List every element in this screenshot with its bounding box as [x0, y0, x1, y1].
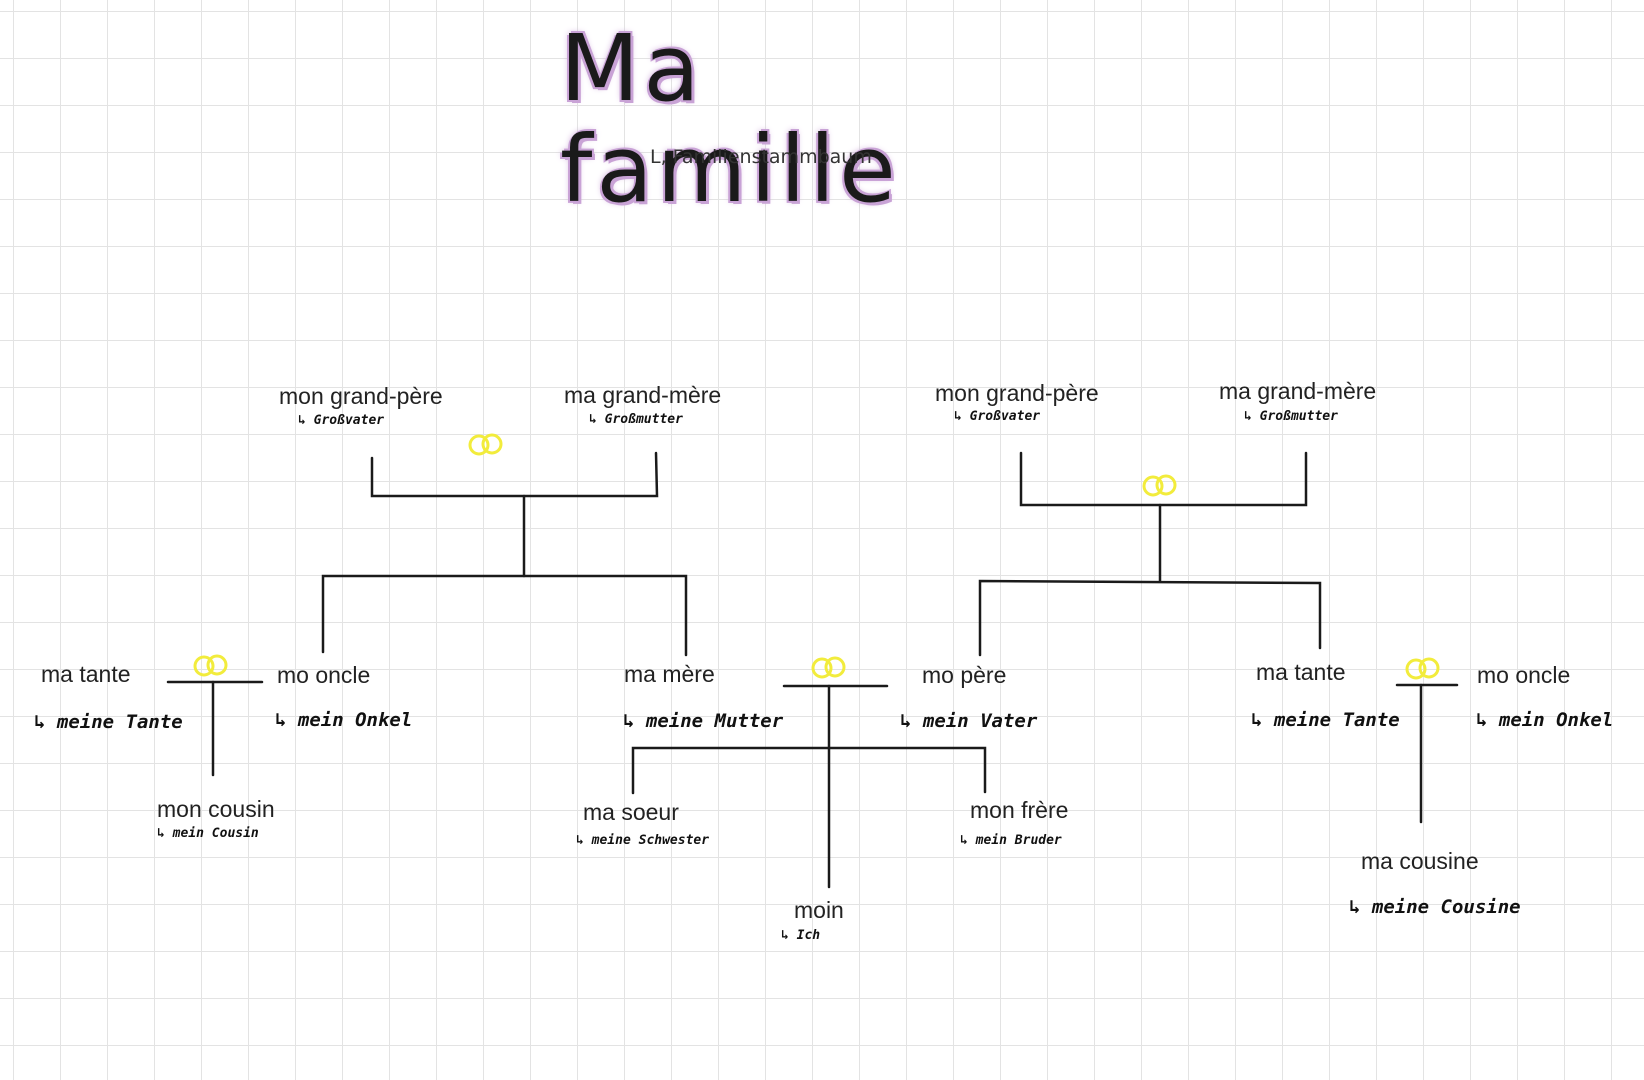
mother-label: ma mère — [624, 661, 715, 687]
maternal-grandfather-label: mon grand-père — [935, 380, 1099, 406]
brother-translation: ↳ mein Bruder — [960, 833, 1062, 848]
left-cousin-translation: ↳ mein Cousin — [157, 826, 259, 841]
paternal-grandmother-label: ma grand-mère — [564, 382, 722, 408]
brother-label: mon frère — [970, 797, 1069, 823]
left-uncle-translation: ↳ mein Onkel — [275, 709, 413, 731]
wedding-rings-icon — [193, 654, 228, 677]
sister-translation: ↳ meine Schwester — [576, 833, 710, 848]
wedding-rings-icon — [1142, 474, 1177, 497]
father-translation: ↳ mein Vater — [900, 710, 1038, 732]
left-aunt-label: ma tante — [41, 661, 131, 687]
left-uncle-label: mo oncle — [277, 662, 371, 688]
me-label: moin — [794, 897, 844, 923]
me-translation: ↳ Ich — [781, 928, 821, 943]
maternal-grandfather-translation: ↳ Großvater — [954, 409, 1041, 424]
father-label: mo père — [922, 662, 1007, 688]
paternal-grandfather-translation: ↳ Großvater — [298, 413, 385, 428]
right-uncle-label: mo oncle — [1477, 662, 1571, 688]
right-uncle-translation: ↳ mein Onkel — [1476, 709, 1614, 731]
right-aunt-translation: ↳ meine Tante — [1251, 709, 1400, 731]
wedding-rings-icon — [1405, 657, 1440, 680]
right-cousin-translation: ↳ meine Cousine — [1349, 896, 1521, 918]
right-aunt-label: ma tante — [1256, 659, 1346, 685]
wedding-rings-icon — [468, 433, 503, 456]
page-title: Ma famille — [560, 15, 900, 224]
maternal-grandmother-label: ma grand-mère — [1219, 378, 1377, 404]
sister-label: ma soeur — [583, 799, 679, 825]
page-subtitle: L, Familienstammbaum — [650, 146, 872, 168]
left-cousin-label: mon cousin — [157, 796, 275, 822]
paternal-grandmother-translation: ↳ Großmutter — [589, 412, 683, 427]
wedding-rings-icon — [811, 656, 846, 679]
right-cousin-label: ma cousine — [1361, 848, 1479, 874]
left-aunt-translation: ↳ meine Tante — [34, 711, 183, 733]
maternal-grandmother-translation: ↳ Großmutter — [1244, 409, 1338, 424]
paternal-grandfather-label: mon grand-père — [279, 383, 443, 409]
mother-translation: ↳ meine Mutter — [623, 710, 784, 732]
